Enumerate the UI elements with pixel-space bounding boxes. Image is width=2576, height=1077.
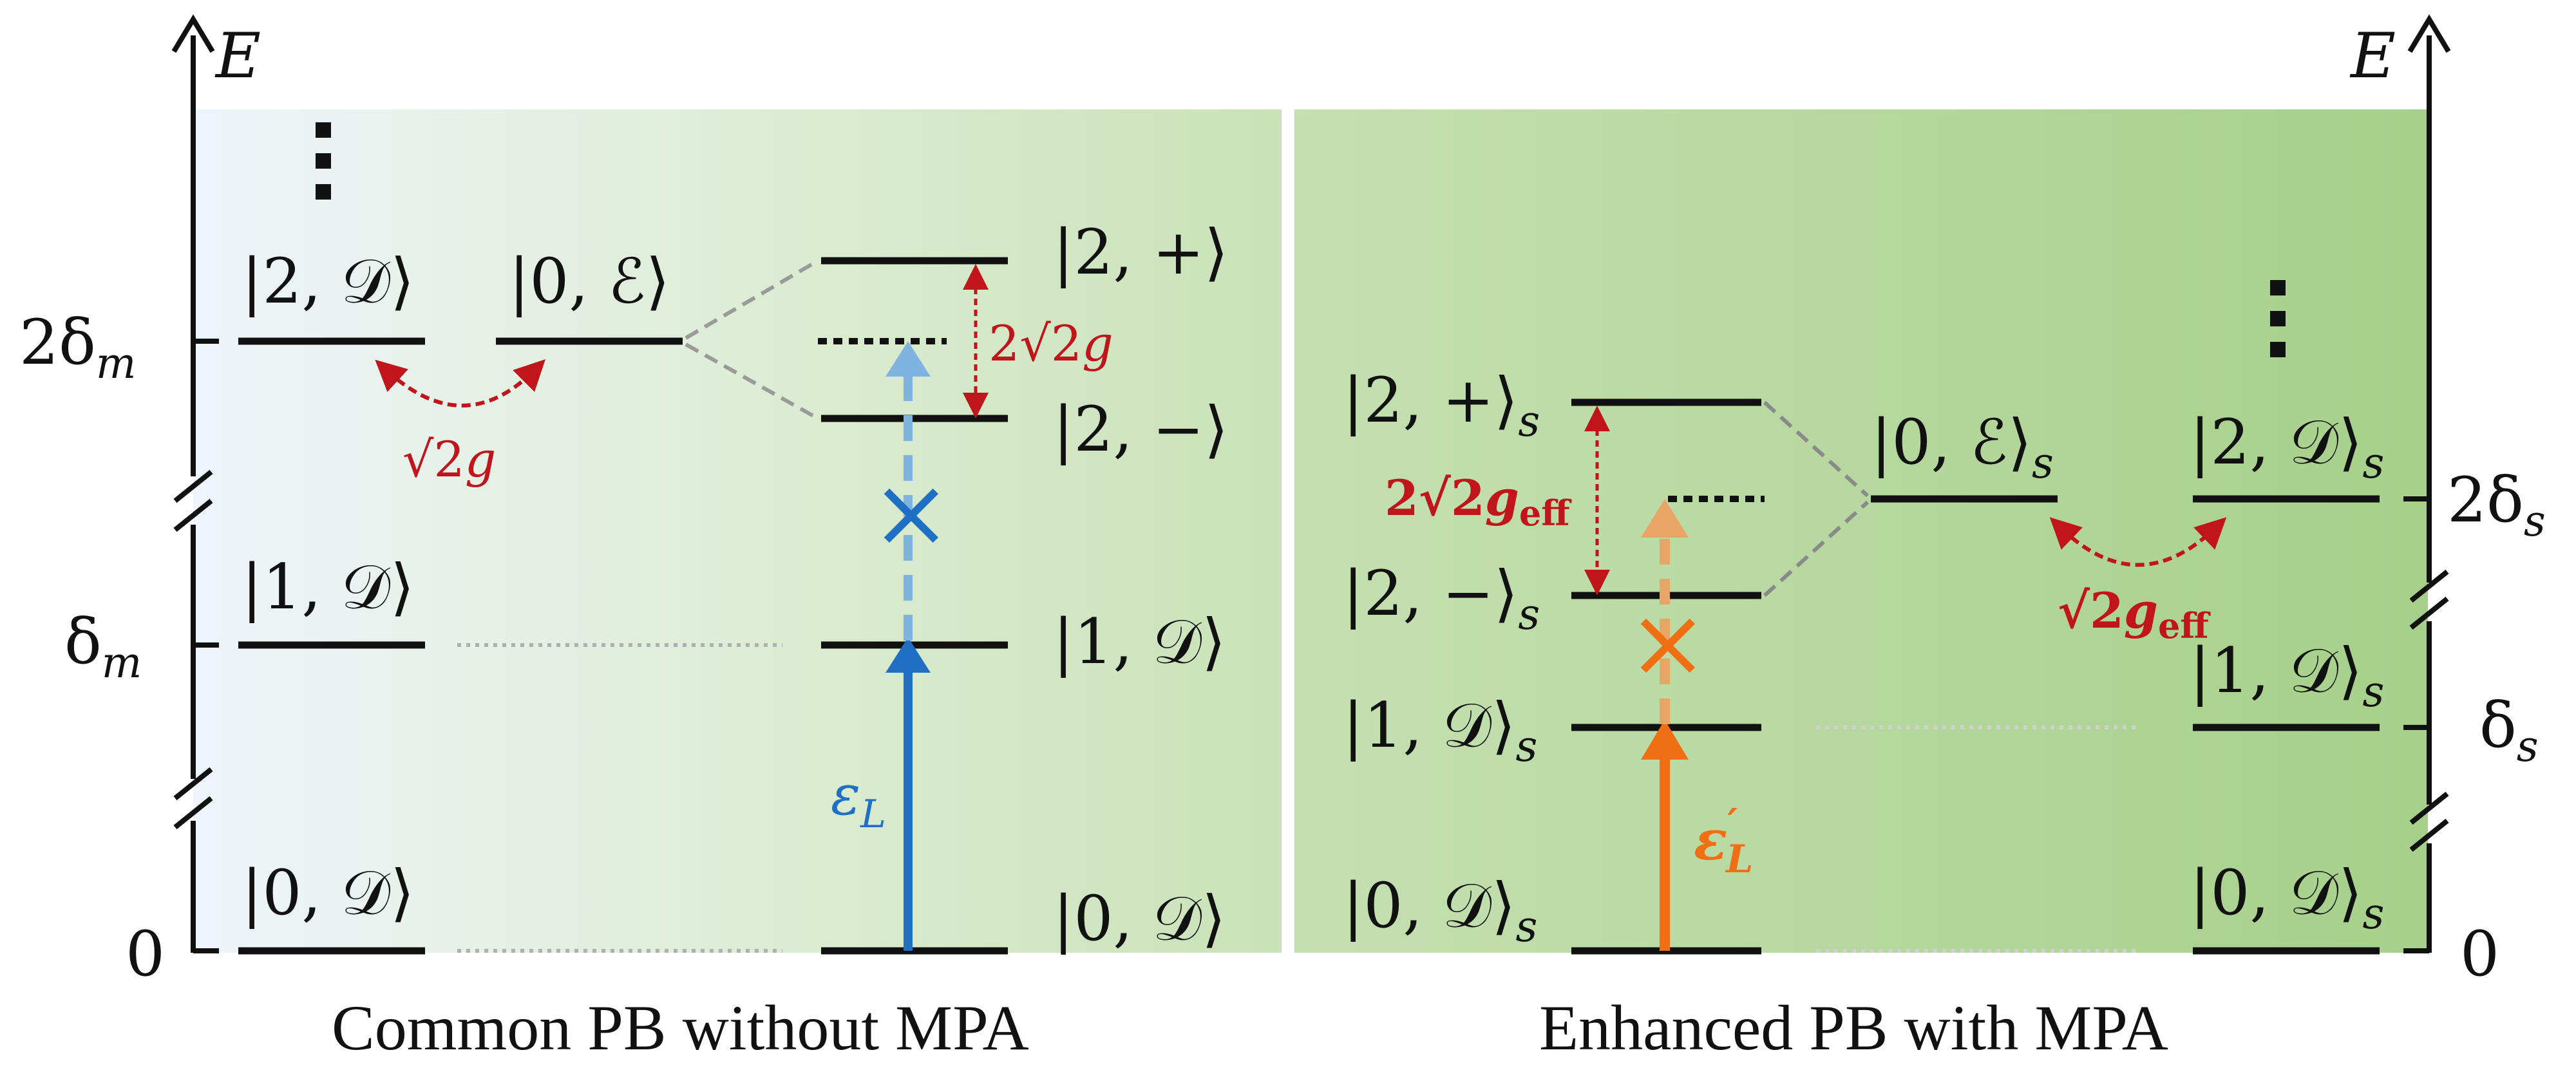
state-right-2minus: |2, −⟩s	[1343, 557, 1540, 639]
state-left-0D: |0, 𝒟⟩	[242, 857, 415, 929]
state-left-1D-right: |1, 𝒟⟩	[1053, 606, 1226, 678]
left-coupling-arrow	[375, 359, 545, 407]
left-ellipsis	[316, 122, 331, 200]
state-left-1D: |1, 𝒟⟩	[242, 551, 415, 623]
right-axis-label: E	[2349, 20, 2396, 92]
right-tick-zero: 0	[2460, 918, 2499, 990]
right-tick-delta-s: δs	[2479, 689, 2539, 771]
left-levels	[238, 257, 1008, 955]
right-panel-background	[1294, 109, 2428, 953]
left-energy-axis	[171, 14, 219, 953]
left-panel-background	[193, 109, 1282, 953]
left-tick-2delta-m: 2δm	[19, 306, 136, 388]
left-tick-delta-m: δm	[64, 606, 142, 688]
state-left-2D: |2, 𝒟⟩	[242, 245, 415, 317]
state-right-0E: |0, ℰ⟩s	[1871, 406, 2054, 488]
left-split-line-down	[685, 342, 819, 420]
left-tick-zero: 0	[126, 918, 165, 990]
left-blocked-arrowhead	[886, 341, 931, 377]
state-right-1D-right: |1, 𝒟⟩s	[2190, 635, 2384, 716]
left-blocked-marker: ×	[871, 457, 952, 569]
right-tick-2delta-s: 2δs	[2447, 464, 2546, 546]
right-ellipsis	[2270, 280, 2286, 357]
left-drive-arrowhead	[886, 637, 931, 673]
right-blocked-arrowhead	[1641, 499, 1689, 538]
state-right-0D-right: |0, 𝒟⟩s	[2190, 857, 2384, 939]
state-right-2plus: |2, +⟩s	[1343, 364, 1540, 446]
state-left-0E: |0, ℰ⟩	[509, 245, 670, 317]
state-left-2minus: |2, −⟩	[1053, 393, 1228, 465]
left-splitting-label: 2√2g	[989, 315, 1113, 372]
right-energy-axis	[2403, 14, 2451, 953]
left-axis-label: E	[214, 20, 261, 92]
left-split-line-up	[685, 259, 819, 340]
state-right-2D: |2, 𝒟⟩s	[2190, 406, 2384, 488]
state-right-1D: |1, 𝒟⟩s	[1343, 689, 1537, 771]
right-split-line-down	[1763, 500, 1870, 597]
left-coupling-label: √2g	[402, 431, 496, 488]
left-panel-caption: Common PB without MPA	[332, 992, 1029, 1063]
right-blocked-marker: ×	[1627, 587, 1709, 699]
state-right-0D: |0, 𝒟⟩s	[1343, 870, 1537, 951]
state-left-0D-right: |0, 𝒟⟩	[1053, 883, 1226, 955]
right-drive-arrowhead	[1641, 720, 1689, 760]
right-panel-caption: Enhanced PB with MPA	[1539, 992, 2168, 1063]
right-coupling-arrow	[2049, 517, 2227, 567]
state-left-2plus: |2, +⟩	[1053, 216, 1228, 288]
right-split-line-up	[1763, 400, 1870, 498]
right-coupling-label: √2geff	[2058, 582, 2211, 646]
